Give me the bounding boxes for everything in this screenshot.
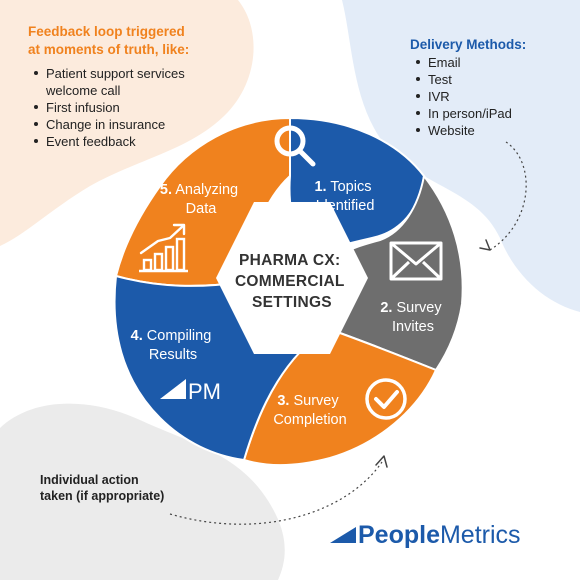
step-3-label-line-2: Completion xyxy=(273,412,346,428)
feedback-item-4: Event feedback xyxy=(46,134,136,149)
step-4-label-line-2: Results xyxy=(149,347,197,363)
svg-text:Patient support services: Patient support services welcome call xyxy=(45,66,188,98)
feedback-item-1-line-2: welcome call xyxy=(45,83,121,98)
bar-chart-growth-icon xyxy=(139,223,188,273)
list-item: Test xyxy=(416,72,452,87)
logo-text: PeopleMetrics xyxy=(358,521,521,549)
bullet-icon xyxy=(416,77,420,81)
envelope-icon xyxy=(389,241,443,281)
logo-mark-icon xyxy=(330,527,356,543)
step-4-number: 4. xyxy=(131,328,143,344)
cycle-ring xyxy=(113,116,464,467)
list-item: Patient support services welcome call xyxy=(34,66,188,98)
magnifier-icon xyxy=(274,125,316,167)
feedback-title-line-1: Feedback loop triggered xyxy=(28,24,185,39)
step-2-label: 2. Survey Invites xyxy=(380,300,445,335)
feedback-item-3: Change in insurance xyxy=(46,117,165,132)
step-5-label: 5. Analyzing Data xyxy=(160,182,242,217)
delivery-item-3: IVR xyxy=(428,89,450,104)
step-1-label-line-1: Topics xyxy=(330,179,371,195)
step-2-label-line-1: Survey xyxy=(396,300,442,316)
feedback-panel-title: Feedback loop triggered at moments of tr… xyxy=(28,24,189,57)
delivery-item-1: Email xyxy=(428,55,461,70)
action-note: Individual action taken (if appropriate) xyxy=(40,473,164,503)
peoplemetrics-logo: PeopleMetrics xyxy=(330,521,521,549)
center-title-line-1: PHARMA CX: xyxy=(239,252,340,269)
step-5-label-line-1: Analyzing xyxy=(175,182,238,198)
list-item: Change in insurance xyxy=(34,117,165,132)
light-blue-background-blob xyxy=(342,0,580,312)
action-note-line-1: Individual action xyxy=(40,473,139,487)
feedback-list: Patient support services welcome call Fi… xyxy=(34,66,188,149)
list-item: IVR xyxy=(416,89,450,104)
delivery-item-4: In person/iPad xyxy=(428,106,512,121)
svg-text:First infusion: First infusion xyxy=(46,100,120,115)
svg-text:Change in insurance: Change in insurance xyxy=(46,117,165,132)
list-item: Event feedback xyxy=(34,134,136,149)
list-item: First infusion xyxy=(34,100,120,115)
bullet-icon xyxy=(416,60,420,64)
step-4-label: 4. Compiling Results xyxy=(131,328,216,363)
bullet-icon xyxy=(34,105,38,109)
step-1-number: 1. xyxy=(314,179,326,195)
list-item: Email xyxy=(416,55,461,70)
logo-text-light: Metrics xyxy=(440,521,521,549)
delivery-list: Email Test IVR In person/iPad Website xyxy=(416,55,512,138)
bullet-icon xyxy=(416,128,420,132)
center-title-line-2: COMMERCIAL xyxy=(235,273,345,290)
svg-text:Event feedback: Event feedback xyxy=(46,134,136,149)
center-title: PHARMA CX: COMMERCIAL SETTINGS xyxy=(235,252,349,311)
step-1-label-line-2: Identified xyxy=(316,198,375,214)
list-item: In person/iPad xyxy=(416,106,512,121)
light-gray-background-blob xyxy=(0,403,285,580)
step-3-number: 3. xyxy=(277,393,289,409)
step-5-label-line-2: Data xyxy=(186,201,218,217)
checkmark-circle-icon xyxy=(365,378,407,420)
step-4-label-line-1: Compiling xyxy=(147,328,211,344)
pm-logo-text: PM xyxy=(188,379,221,404)
action-note-line-2: taken (if appropriate) xyxy=(40,489,164,503)
bullet-icon xyxy=(34,122,38,126)
center-hexagon xyxy=(216,202,368,354)
bullet-icon xyxy=(34,71,38,75)
pm-logo-icon: PM xyxy=(160,379,221,404)
bullet-icon xyxy=(416,94,420,98)
peach-background-blob xyxy=(0,0,254,246)
delivery-item-5: Website xyxy=(428,123,475,138)
step-1-label: 1. Topics Identified xyxy=(314,179,375,214)
step-3-label: 3. Survey Completion xyxy=(273,393,346,428)
action-connector-arrow xyxy=(169,455,388,525)
step-2-label-line-2: Invites xyxy=(392,319,434,335)
feedback-title-line-2: at moments of truth, like: xyxy=(28,42,189,57)
delivery-panel-title: Delivery Methods: xyxy=(410,37,526,52)
list-item: Website xyxy=(416,123,475,138)
logo-text-bold: People xyxy=(358,521,440,549)
center-title-line-3: SETTINGS xyxy=(252,294,332,311)
feedback-item-1-line-1: Patient support services xyxy=(46,66,185,81)
delivery-connector-arrow xyxy=(479,141,527,251)
feedback-item-2: First infusion xyxy=(46,100,120,115)
bullet-icon xyxy=(34,139,38,143)
step-5-number: 5. xyxy=(160,182,172,198)
delivery-item-2: Test xyxy=(428,72,452,87)
bullet-icon xyxy=(416,111,420,115)
step-3-label-line-1: Survey xyxy=(293,393,339,409)
step-2-number: 2. xyxy=(380,300,392,316)
